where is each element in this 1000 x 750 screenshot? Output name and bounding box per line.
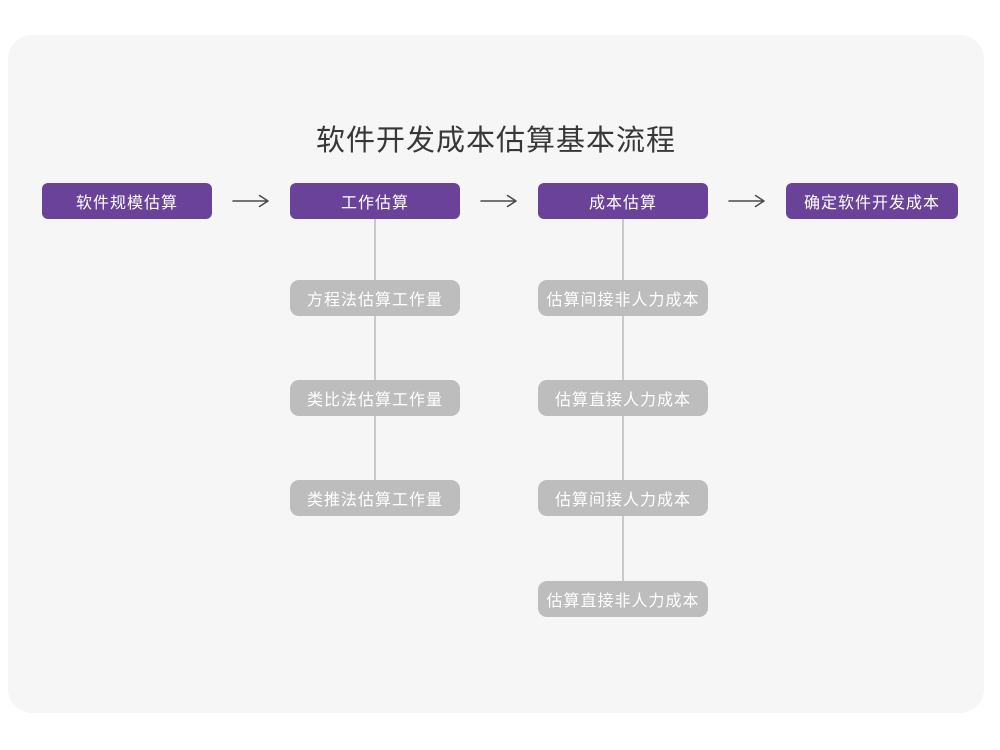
subnode-analogy-method: 类比法估算工作量 — [290, 380, 460, 416]
diagram-canvas: 软件开发成本估算基本流程 软件规模估算 工作估算 成本估算 确定软件开发成本 方… — [8, 35, 984, 713]
subnode-equation-method: 方程法估算工作量 — [290, 280, 460, 316]
right-arrow-icon — [727, 194, 767, 208]
right-arrow-icon — [479, 194, 519, 208]
subnode-indirect-labor-cost: 估算间接人力成本 — [538, 480, 708, 516]
connector-line-work-estimation — [374, 219, 376, 481]
stage-node-software-scale-estimation: 软件规模估算 — [42, 183, 212, 219]
diagram-title: 软件开发成本估算基本流程 — [315, 125, 676, 157]
subnode-direct-nonlabor-cost: 估算直接非人力成本 — [538, 581, 708, 617]
stage-node-cost-estimation: 成本估算 — [538, 183, 708, 219]
subnode-indirect-nonlabor-cost: 估算间接非人力成本 — [538, 280, 708, 316]
stage-node-work-estimation: 工作估算 — [290, 183, 460, 219]
stage-node-determine-development-cost: 确定软件开发成本 — [786, 183, 958, 219]
right-arrow-icon — [231, 194, 271, 208]
subnode-extrapolation-method: 类推法估算工作量 — [290, 480, 460, 516]
subnode-direct-labor-cost: 估算直接人力成本 — [538, 380, 708, 416]
